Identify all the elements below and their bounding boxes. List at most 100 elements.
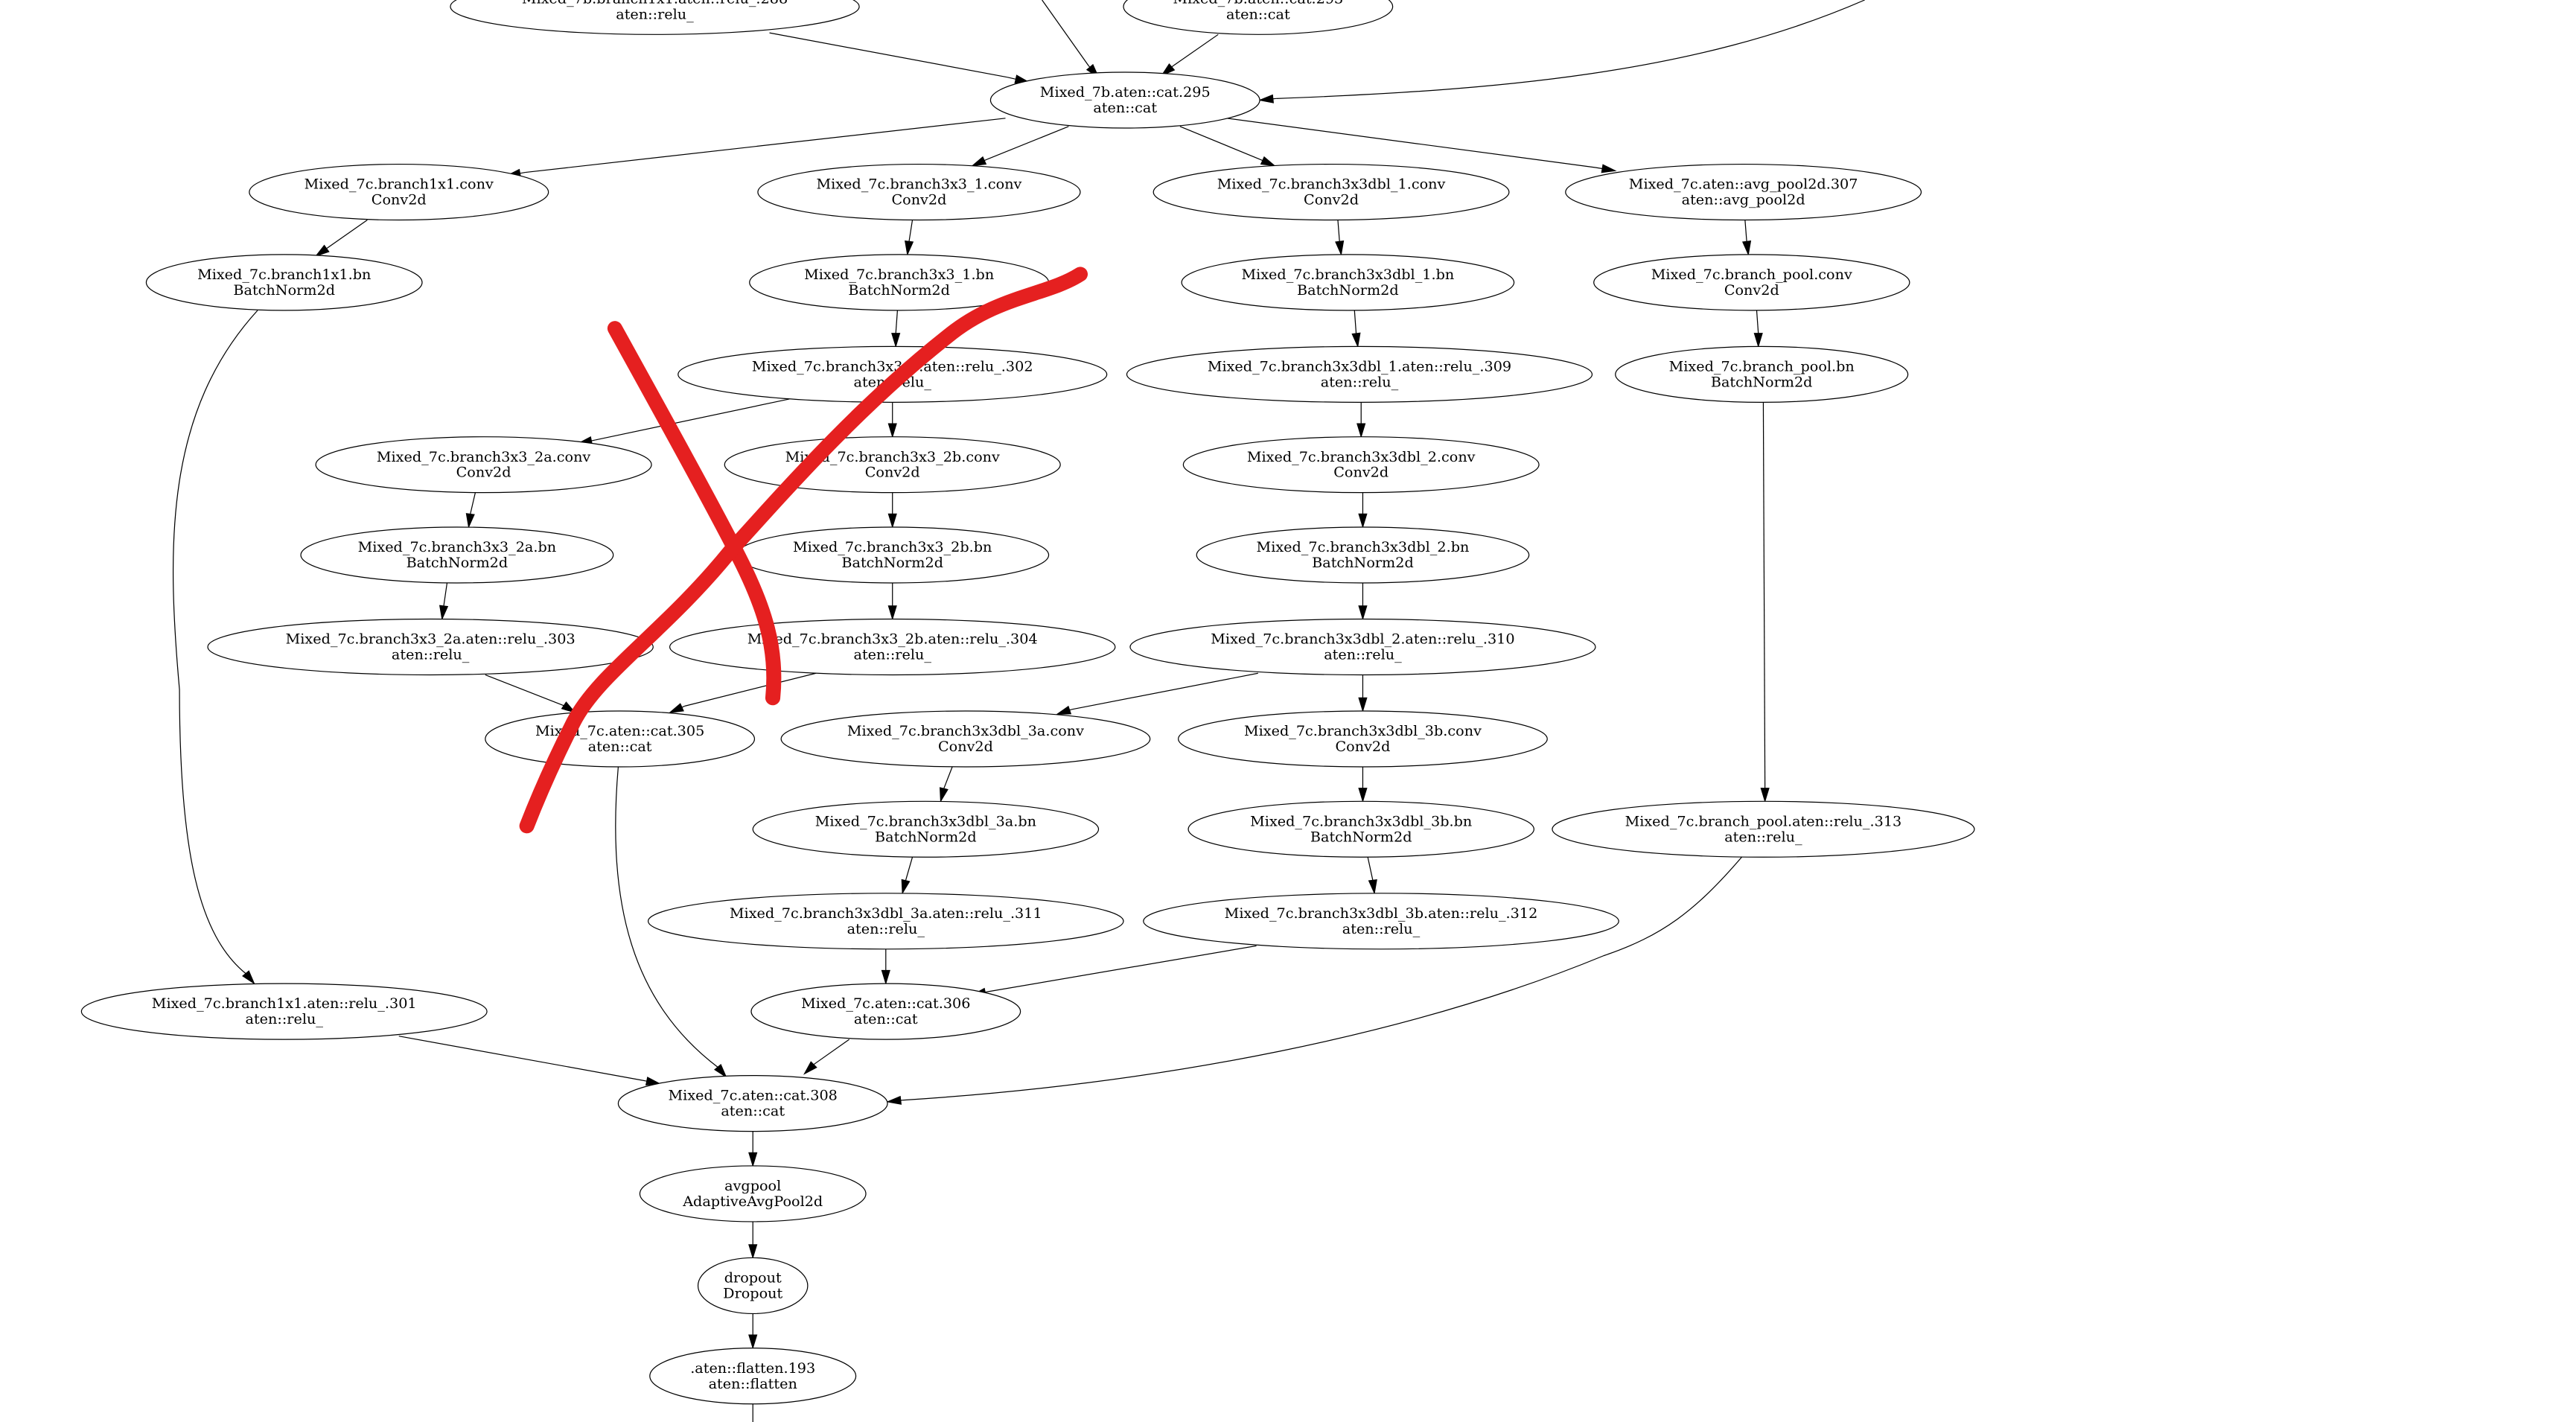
- node-ellipse: [639, 1165, 867, 1222]
- node-type: aten::cat: [721, 1103, 785, 1120]
- arrowhead-icon: [1760, 788, 1770, 803]
- edge-line: [986, 126, 1069, 160]
- node-ellipse: [617, 1075, 888, 1132]
- node-type: AdaptiveAvgPool2d: [682, 1193, 823, 1210]
- graph-node[interactable]: Mixed_7c.branch1x1.aten::relu_.301aten::…: [80, 983, 488, 1040]
- node-label: dropout: [724, 1270, 782, 1287]
- node-type: Conv2d: [891, 192, 946, 208]
- node-type: aten::relu_: [1324, 647, 1402, 663]
- edge-line: [895, 310, 899, 334]
- arrowhead-icon: [905, 240, 914, 256]
- edge-line: [1744, 220, 1747, 242]
- node-type: aten::flatten: [709, 1376, 797, 1392]
- node-ellipse: [780, 710, 1151, 768]
- node-label: Mixed_7c.branch_pool.aten::relu_.313: [1625, 813, 1902, 829]
- node-type: Conv2d: [1335, 739, 1390, 755]
- node-type: aten::relu_: [854, 647, 932, 663]
- node-ellipse: [1123, 0, 1394, 35]
- graph-node[interactable]: Mixed_7c.branch3x3dbl_3b.aten::relu_.312…: [1143, 893, 1619, 950]
- edge: [576, 398, 790, 445]
- edge-line: [1071, 672, 1258, 710]
- arrowhead-icon: [886, 1095, 902, 1105]
- edge: [887, 402, 897, 439]
- node-ellipse: [80, 983, 488, 1040]
- node-label: Mixed_7c.branch3x3dbl_1.conv: [1217, 176, 1446, 193]
- edge: [748, 1221, 758, 1260]
- edge-line: [769, 32, 1007, 78]
- node-type: Conv2d: [456, 465, 511, 481]
- node-label: Mixed_7c.branch3x3dbl_3a.aten::relu_.311: [730, 905, 1042, 922]
- arrowhead-icon: [881, 969, 890, 986]
- node-ellipse: [750, 983, 1021, 1040]
- graph-node[interactable]: Mixed_7c.branch3x3_2b.aten::relu_.304ate…: [669, 618, 1116, 676]
- arrowhead-icon: [1358, 697, 1368, 712]
- node-type: aten::relu_: [616, 6, 694, 22]
- graph-node[interactable]: Mixed_7c.branch3x3dbl_1.aten::relu_.309a…: [1126, 345, 1593, 403]
- graph-node[interactable]: Mixed_7b.branch1x1.aten::relu_.288aten::…: [450, 0, 860, 35]
- arrowhead-icon: [1368, 879, 1377, 895]
- edge-line: [684, 672, 817, 707]
- node-ellipse: [1143, 893, 1619, 950]
- edge: [1335, 220, 1345, 256]
- graph-node[interactable]: Mixed_7c.branch3x3_2a.aten::relu_.303ate…: [207, 618, 654, 676]
- edge-line: [1756, 310, 1759, 334]
- node-label: Mixed_7c.aten::cat.308: [669, 1088, 838, 1104]
- graph-node[interactable]: Mixed_7c.branch3x3dbl_3a.aten::relu_.311…: [647, 893, 1124, 950]
- arrowhead-icon: [668, 703, 684, 713]
- arrowhead-icon: [1055, 705, 1072, 715]
- node-ellipse: [315, 436, 652, 494]
- node-type: aten::cat: [854, 1011, 918, 1027]
- node-label: Mixed_7c.branch1x1.aten::relu_.301: [152, 995, 417, 1012]
- node-label: Mixed_7c.branch1x1.conv: [305, 176, 494, 193]
- edge-line: [1337, 220, 1340, 242]
- graph-node[interactable]: Mixed_7c.branch_pool.aten::relu_.313aten…: [1552, 800, 1975, 858]
- node-ellipse: [1552, 800, 1975, 858]
- edge: [314, 220, 368, 258]
- arrowhead-icon: [1351, 332, 1361, 348]
- edge: [891, 310, 901, 348]
- graph-node[interactable]: Mixed_7c.branch3x3dbl_2.aten::relu_.310a…: [1129, 618, 1596, 676]
- node-label: Mixed_7b.aten::cat.295: [1040, 84, 1211, 101]
- node-label: Mixed_7c.branch3x3_2a.aten::relu_.303: [286, 631, 576, 648]
- edge-line: [905, 857, 914, 881]
- graph-node[interactable]: Mixed_7c.aten::avg_pool2d.307aten::avg_p…: [1565, 163, 1922, 221]
- edge: [1753, 310, 1763, 348]
- node-ellipse: [1181, 254, 1515, 311]
- edge: [1042, 0, 1100, 79]
- graph-node[interactable]: Mixed_7b.aten::cat.293aten::cat: [1123, 0, 1394, 35]
- node-type: Conv2d: [1304, 192, 1359, 208]
- edge: [905, 220, 914, 256]
- edge: [887, 492, 897, 529]
- edge: [1760, 402, 1770, 803]
- edge: [1356, 402, 1366, 439]
- edge: [1160, 34, 1219, 77]
- node-ellipse: [752, 800, 1100, 858]
- edges-layer: [173, 0, 1865, 1422]
- edge: [173, 310, 258, 985]
